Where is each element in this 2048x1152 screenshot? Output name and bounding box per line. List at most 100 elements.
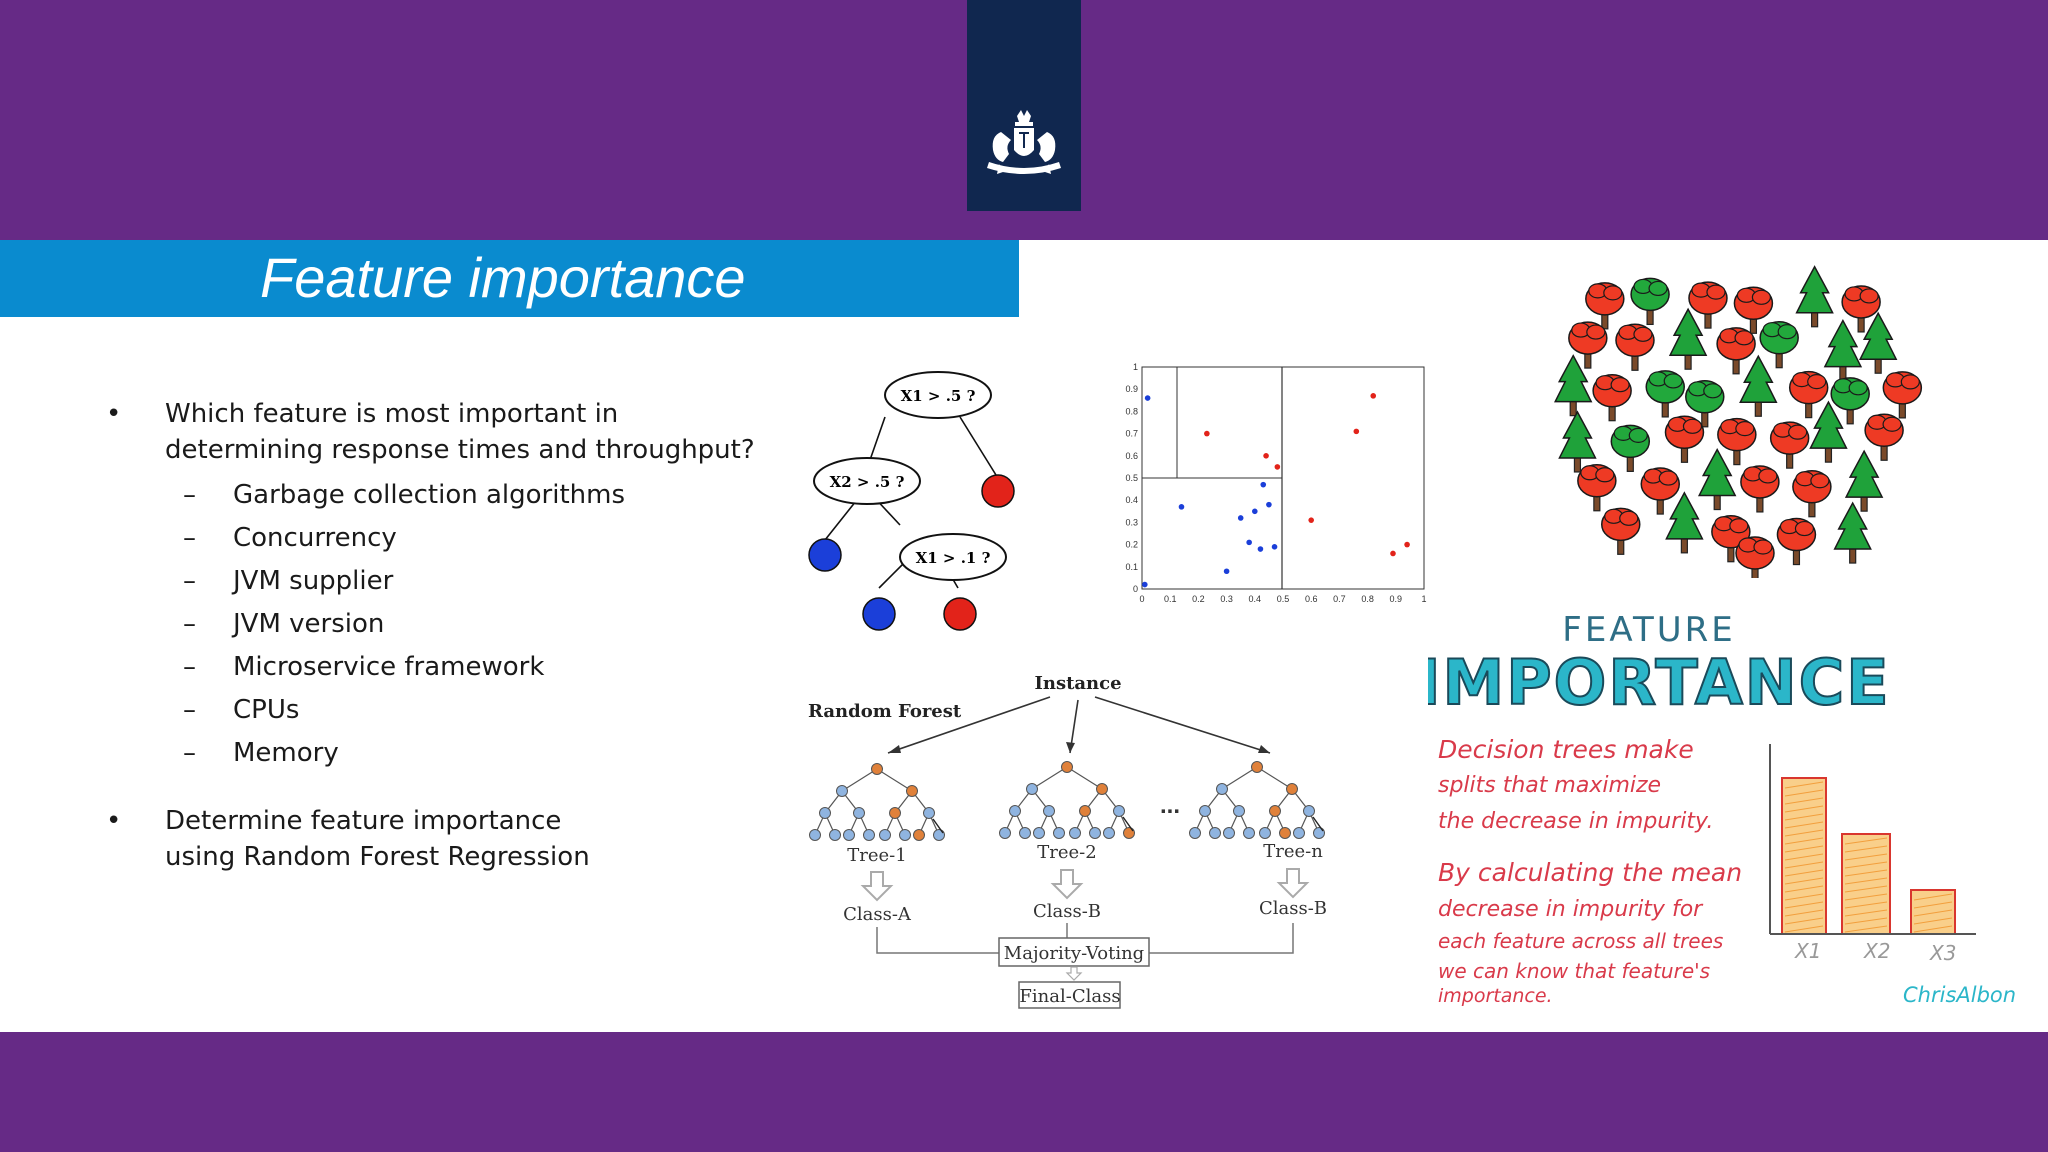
- data-point-red: [1204, 430, 1210, 437]
- slide-title: Feature importance: [260, 246, 746, 309]
- sketch-text-line: decrease in impurity for: [1438, 897, 1704, 922]
- decision-tree-diagram: X1 > .5 ? X2 > .5 ? X1 > .1 ?: [808, 371, 1015, 631]
- red-tree-icon: [1733, 286, 1774, 334]
- sketch-heading-small: FEATURE: [1562, 610, 1735, 650]
- bullet-marker: •: [106, 806, 122, 836]
- government-logo: [967, 0, 1081, 211]
- data-point-blue: [1142, 581, 1148, 588]
- tree-node: [1269, 805, 1281, 817]
- green-tree-icon: [1665, 491, 1704, 554]
- class-label: Class-A: [843, 904, 912, 925]
- red-tree-icon: [1717, 417, 1757, 466]
- tree-node: [809, 829, 821, 841]
- data-point-red: [1263, 453, 1269, 459]
- tree-label: Tree-2: [1037, 842, 1096, 863]
- green-tree-icon: [1553, 354, 1593, 417]
- tree-node: [899, 829, 911, 841]
- sub-bullet-item: –JVM supplier: [100, 560, 780, 603]
- tree-node: [1061, 761, 1073, 773]
- green-tree-icon: [1739, 354, 1778, 417]
- bar-hatch: [1913, 917, 1953, 925]
- red-tree-icon: [1882, 371, 1923, 419]
- tree-node: [889, 807, 901, 819]
- tree-node: [1199, 805, 1211, 817]
- data-point-blue: [1257, 546, 1264, 552]
- data-point-blue: [1252, 508, 1258, 515]
- bar-hatch: [1784, 813, 1824, 821]
- green-tree-icon: [1759, 320, 1799, 369]
- random-forest-diagram: Instance Random Forest ... Tree-1 Tree-2…: [808, 673, 1327, 1009]
- down-arrow-icon: [1276, 868, 1310, 899]
- coat-of-arms-icon: [987, 110, 1061, 174]
- random-forest-label: Random Forest: [808, 701, 962, 722]
- green-tree-icon: [1668, 307, 1708, 370]
- sketch-heading-big: IMPORTANCE: [1428, 646, 1891, 719]
- title-bar: Feature importance: [0, 240, 1019, 317]
- tree-node: [1026, 783, 1038, 795]
- sub-bullet-text: CPUs: [233, 695, 300, 725]
- tree-node: [829, 829, 841, 841]
- bar-hatch: [1844, 925, 1888, 933]
- bar-hatch: [1784, 909, 1824, 917]
- decision-tree-small: [999, 761, 1135, 839]
- green-tree-icon: [1630, 277, 1670, 326]
- y-tick-label: 0.8: [1125, 406, 1138, 416]
- y-tick-label: 0.5: [1125, 473, 1138, 483]
- bullet-marker: •: [106, 399, 122, 429]
- bar-hatch: [1784, 797, 1824, 805]
- tree-node: [933, 829, 945, 841]
- tree-node: [853, 807, 865, 819]
- bar-hatch: [1844, 885, 1888, 893]
- dash-marker: –: [183, 523, 196, 553]
- sub-bullet-text: Garbage collection algorithms: [233, 480, 626, 510]
- tree-node: [913, 829, 925, 841]
- red-tree-icon: [1640, 467, 1681, 515]
- bar-hatch: [1784, 869, 1824, 877]
- bar-hatch: [1784, 829, 1824, 837]
- data-point-blue: [1223, 568, 1230, 575]
- data-point-blue: [1246, 539, 1252, 546]
- bar-hatch: [1784, 853, 1824, 861]
- red-tree-icon: [1788, 370, 1829, 419]
- tree-node: [843, 829, 855, 841]
- tree-node: [1259, 827, 1271, 839]
- tree-node: [1089, 827, 1101, 839]
- class-label: Class-B: [1033, 901, 1101, 922]
- data-point-red: [1390, 550, 1396, 557]
- y-tick-label: 0: [1133, 584, 1138, 594]
- data-point-red: [1274, 464, 1281, 470]
- data-point-red: [1308, 517, 1314, 523]
- x-tick-label: 0.2: [1192, 594, 1205, 604]
- bullet-item: • Which feature is most important in det…: [100, 396, 780, 468]
- sub-bullet-text: Microservice framework: [233, 652, 545, 682]
- tree-node: [923, 807, 935, 819]
- tree-node: [999, 827, 1011, 839]
- down-arrow-icon: [1050, 869, 1084, 900]
- bar-label: X1: [1794, 939, 1821, 963]
- sketch-text-line: splits that maximize: [1438, 773, 1661, 798]
- sub-bullet-item: –Memory: [100, 732, 780, 775]
- tree-label: Tree-1: [847, 845, 906, 866]
- x-tick-label: 0.4: [1249, 594, 1262, 604]
- red-tree-icon: [1792, 469, 1832, 518]
- down-arrow-icon: [1065, 966, 1083, 981]
- red-tree-icon: [1615, 323, 1655, 371]
- red-tree-icon: [1688, 281, 1728, 329]
- bullet-item: • Determine feature importance using Ran…: [100, 803, 780, 875]
- red-tree-icon: [1592, 373, 1632, 422]
- red-tree-icon: [1716, 327, 1756, 375]
- dash-marker: –: [183, 566, 196, 596]
- tree-node: [1303, 805, 1315, 817]
- red-tree-icon: [1585, 282, 1625, 330]
- tree-node: [1189, 827, 1201, 839]
- bar-hatch: [1844, 901, 1888, 909]
- tree-node-split-label: X1 > .1 ?: [916, 549, 991, 567]
- sub-bullet-text: Concurrency: [233, 523, 397, 553]
- tree-node: [836, 785, 848, 797]
- tree-node: [879, 829, 891, 841]
- bar-hatch: [1913, 909, 1953, 917]
- bar-hatch: [1844, 909, 1888, 917]
- importance-bar: [1781, 777, 1827, 935]
- red-tree-icon: [1769, 421, 1810, 469]
